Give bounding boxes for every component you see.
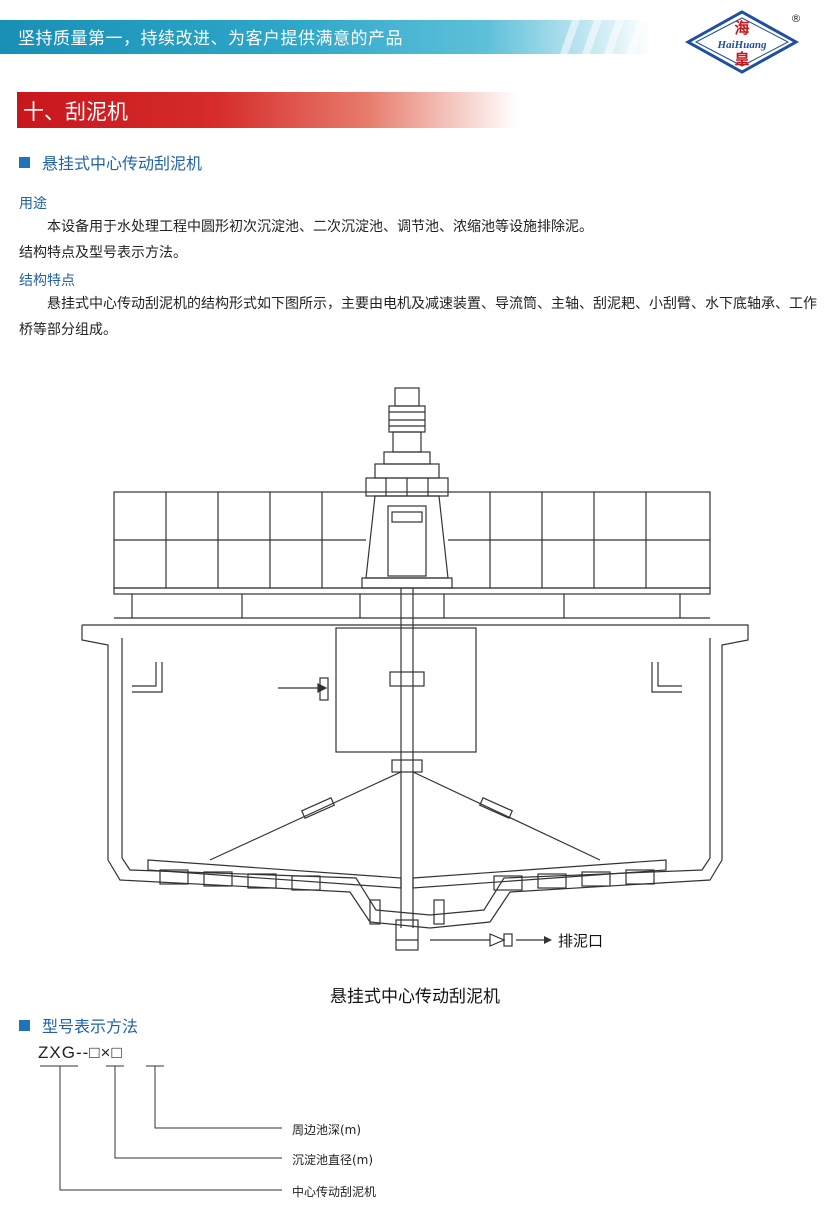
structure-label: 结构特点 bbox=[19, 273, 75, 289]
model-leader-lines bbox=[40, 1065, 282, 1191]
slogan-text: 坚持质量第一，持续改进、为客户提供满意的产品 bbox=[18, 29, 403, 49]
banner-stripes bbox=[560, 20, 646, 54]
section-title: 十、刮泥机 bbox=[23, 100, 128, 124]
usage-label: 用途 bbox=[19, 196, 47, 212]
logo-en: HaiHuang bbox=[717, 39, 767, 51]
logo-cn-top: 海 bbox=[734, 19, 749, 37]
legend-diameter: 沉淀池直径(m) bbox=[292, 1153, 374, 1167]
legend-depth: 周边池深(m) bbox=[292, 1123, 362, 1137]
outlet-label: 排泥口 bbox=[558, 932, 603, 950]
section-header: 十、刮泥机 bbox=[17, 92, 517, 128]
usage-note: 结构特点及型号表示方法。 bbox=[19, 245, 187, 261]
bullet-square-icon bbox=[19, 1020, 30, 1031]
bullet-square-icon bbox=[19, 157, 30, 168]
subsection-heading-2: 型号表示方法 bbox=[19, 1013, 138, 1037]
legend-type: 中心传动刮泥机 bbox=[292, 1185, 377, 1199]
logo-cn-bottom: 皇 bbox=[734, 50, 749, 68]
subsection-title-2: 型号表示方法 bbox=[42, 1017, 139, 1036]
registered-mark: ® bbox=[791, 12, 802, 25]
drawing-caption: 悬挂式中心传动刮泥机 bbox=[330, 987, 500, 1007]
structure-text: 悬挂式中心传动刮泥机的结构形式如下图所示，主要由电机及减速装置、导流筒、主轴、刮… bbox=[19, 296, 817, 338]
scraper-drawing: 排泥口 bbox=[81, 387, 749, 951]
haihuang-logo: 海 HaiHuang 皇 ® bbox=[684, 10, 802, 74]
model-code: ZXG--□×□ bbox=[38, 1043, 123, 1062]
slogan-banner: 坚持质量第一，持续改进、为客户提供满意的产品 bbox=[0, 20, 650, 54]
subsection-heading-1: 悬挂式中心传动刮泥机 bbox=[19, 150, 202, 174]
subsection-title-1: 悬挂式中心传动刮泥机 bbox=[42, 154, 203, 173]
usage-text: 本设备用于水处理工程中圆形初次沉淀池、二次沉淀池、调节池、浓缩池等设施排除泥。 bbox=[47, 219, 593, 235]
